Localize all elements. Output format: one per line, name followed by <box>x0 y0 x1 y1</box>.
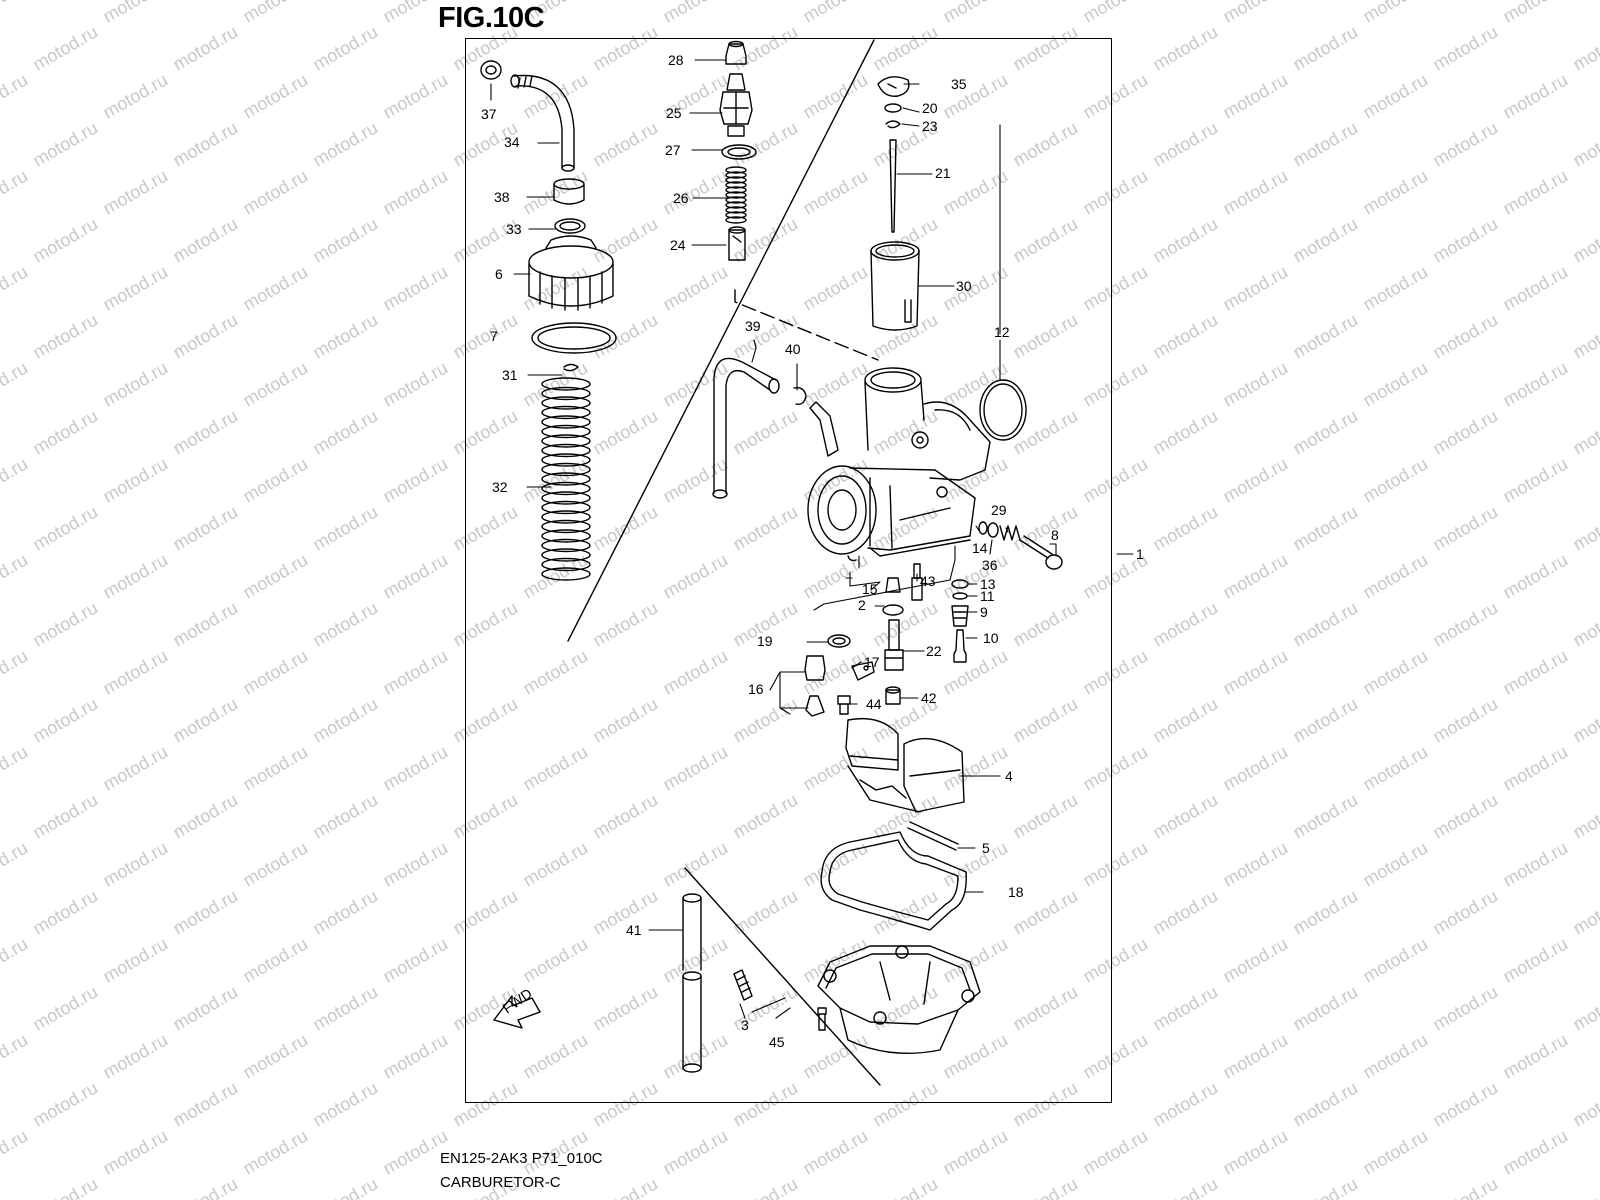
callout-28: 28 <box>668 52 684 68</box>
part-35-retainer <box>877 76 910 97</box>
callout-22: 22 <box>926 643 942 659</box>
part-23-clip <box>885 120 901 129</box>
part-31-clip <box>563 363 579 372</box>
part-37-cap <box>480 60 502 80</box>
callout-10: 10 <box>983 630 999 646</box>
callout-4: 4 <box>1005 768 1013 784</box>
callout-37: 37 <box>481 106 497 122</box>
part-27-ring <box>721 144 757 160</box>
part-20-washer <box>884 103 902 113</box>
callout-23: 23 <box>922 118 938 134</box>
part-16-needle-valve <box>804 655 826 717</box>
part-26-spring <box>725 166 747 224</box>
callout-31: 31 <box>502 367 518 383</box>
part-34-choke-tube <box>510 74 575 172</box>
callout-24: 24 <box>670 237 686 253</box>
part-12-o-ring <box>979 379 1027 441</box>
part-5-pin <box>907 821 959 851</box>
callout-13: 13 <box>980 576 996 592</box>
divider-line-bottom <box>684 867 881 1086</box>
callout-1: 1 <box>1136 546 1144 562</box>
callout-17: 17 <box>864 654 880 670</box>
part-21-jet-needle <box>889 139 897 233</box>
part-2-o-ring <box>882 604 904 616</box>
callout-12: 12 <box>994 324 1010 340</box>
part-38-collar <box>553 178 585 205</box>
callout-27: 27 <box>665 142 681 158</box>
callout-42: 42 <box>921 690 937 706</box>
divider-line-left <box>567 39 875 642</box>
callout-5: 5 <box>982 840 990 856</box>
part-29-spring <box>999 525 1021 541</box>
callout-32: 32 <box>492 479 508 495</box>
callout-35: 35 <box>951 76 967 92</box>
part-45-screw <box>817 1007 827 1031</box>
callout-34: 34 <box>504 134 520 150</box>
callout-19: 19 <box>757 633 773 649</box>
callout-39: 39 <box>745 318 761 334</box>
diagram-frame <box>465 38 1112 1103</box>
part-15-plug <box>885 577 901 593</box>
footer-figure-name: CARBURETOR-C <box>440 1174 561 1191</box>
part-44-screw <box>837 695 851 715</box>
callout-6: 6 <box>495 266 503 282</box>
part-7-o-ring <box>531 322 617 354</box>
part-40-clip <box>793 386 807 406</box>
figure-title: FIG.10C <box>438 2 545 34</box>
part-42-main-jet <box>885 686 901 705</box>
callout-14: 14 <box>972 540 988 556</box>
fwd-arrow-icon <box>493 995 541 1029</box>
callout-7: 7 <box>490 328 498 344</box>
footer-model-code: EN125-2AK3 P71_010C <box>440 1150 603 1167</box>
callout-36: 36 <box>982 557 998 573</box>
callout-11: 11 <box>980 588 995 604</box>
part-39-hose <box>712 357 780 499</box>
callout-29: 29 <box>991 502 1007 518</box>
callout-30: 30 <box>956 278 972 294</box>
callout-9: 9 <box>980 604 988 620</box>
part-24-plunger <box>728 226 746 261</box>
callout-20: 20 <box>922 100 938 116</box>
callout-33: 33 <box>506 221 522 237</box>
part-3-drain-screw <box>733 969 753 1001</box>
callout-40: 40 <box>785 341 801 357</box>
part-17-clip <box>851 661 875 681</box>
part-41-drain-tube <box>682 893 702 1073</box>
callout-18: 18 <box>1008 884 1024 900</box>
part-13-11-9-10-pilot-stack <box>951 579 969 663</box>
part-19-ring <box>827 634 851 648</box>
part-14-36-washers <box>978 521 999 538</box>
part-25-fitting <box>719 73 753 137</box>
part-43-jet <box>911 563 923 601</box>
callout-labels: 1234567891011121314151617181920212223242… <box>481 52 1144 1050</box>
callout-15: 15 <box>862 581 878 597</box>
callout-43: 43 <box>920 573 936 589</box>
callout-45: 45 <box>769 1034 785 1050</box>
callout-25: 25 <box>666 105 682 121</box>
leader-lines <box>490 59 1134 1019</box>
part-8-screw <box>1019 535 1063 570</box>
part-4-float <box>845 717 965 813</box>
part-32-spring <box>541 377 591 581</box>
part-33-washer <box>554 218 586 234</box>
callout-16: 16 <box>748 681 764 697</box>
part-22-needle-jet <box>884 619 904 671</box>
callout-8: 8 <box>1051 527 1059 543</box>
callout-44: 44 <box>866 696 882 712</box>
callout-41: 41 <box>626 922 642 938</box>
float-bowl <box>817 945 981 1054</box>
part-6-top-cap <box>528 235 614 311</box>
callout-2: 2 <box>858 597 866 613</box>
callout-38: 38 <box>494 189 510 205</box>
part-18-gasket <box>820 831 967 931</box>
callout-21: 21 <box>935 165 951 181</box>
part-30-throttle-slide <box>870 241 920 331</box>
callout-26: 26 <box>673 190 689 206</box>
slide-axis-line <box>734 289 879 361</box>
part-1-carburetor-body <box>807 367 991 562</box>
callout-3: 3 <box>741 1017 749 1033</box>
part-28-cap <box>725 40 747 65</box>
